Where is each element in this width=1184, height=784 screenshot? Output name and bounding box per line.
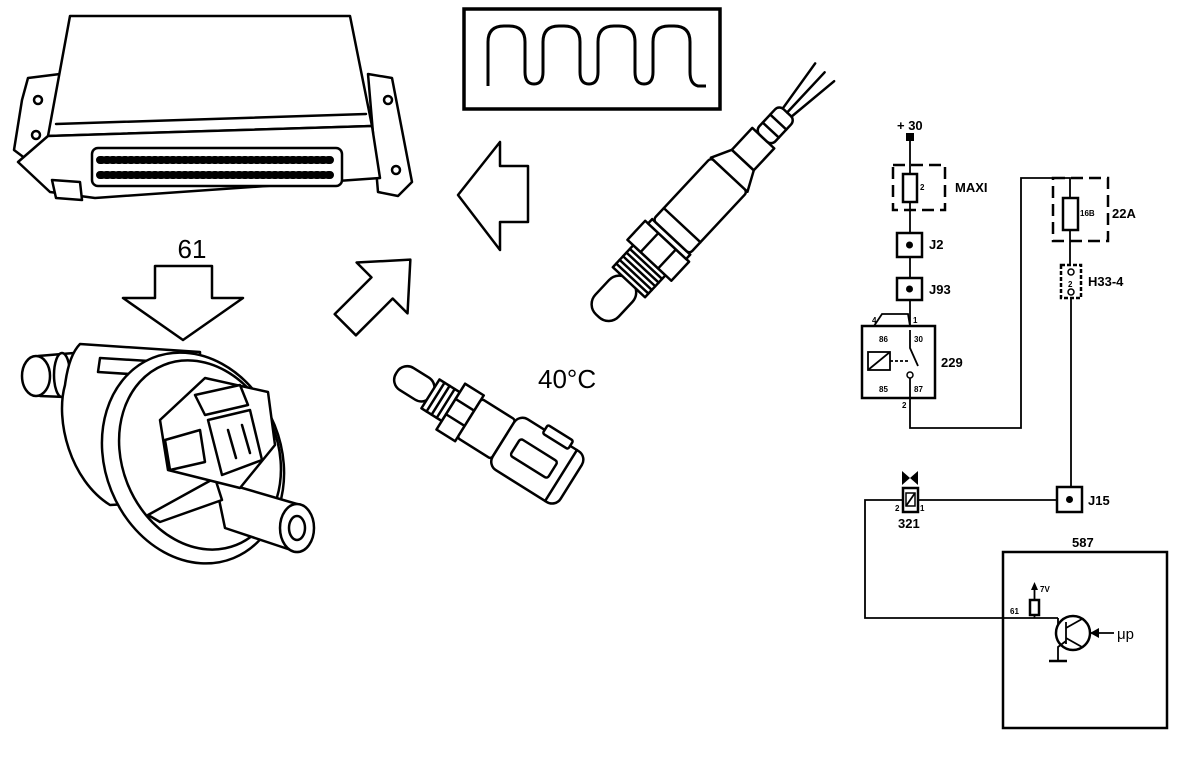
connector-j2-dot <box>906 241 913 249</box>
valve-321-pin-2: 2 <box>895 504 900 513</box>
temp-sensor-thread-lines <box>425 381 456 420</box>
ecu-connector <box>90 146 344 188</box>
valve-mounting-fin <box>146 476 224 524</box>
valve-outlet-bore <box>287 514 307 542</box>
connector-h33-4-socket <box>1067 268 1075 276</box>
oxygen-sensor-hex-faces <box>639 231 678 270</box>
valve-symbol-icon <box>910 471 918 485</box>
output-arrow-label: 61 <box>178 234 207 264</box>
fuse-22a-label: 22A <box>1112 206 1136 221</box>
connector-j15-label: J15 <box>1088 493 1110 508</box>
relay-switch-terminal <box>906 371 914 379</box>
ecu-right-bracket-hole <box>382 94 394 106</box>
relay-coil-feed <box>873 313 911 327</box>
signal-flow-arrow-left <box>456 140 530 252</box>
connector-h33-4 <box>1059 263 1083 300</box>
ecu-left-bracket-hole <box>30 129 42 141</box>
wiring-schematic: + 30 2 MAXI J2 J93 4 1 86 30 85 87 229 2 <box>860 118 1169 730</box>
valve-321-winding <box>905 492 916 507</box>
ecu-587-pin: 61 <box>1010 607 1019 616</box>
input-arrow-up-right <box>333 258 412 337</box>
ground-lead <box>1057 640 1067 660</box>
connector-j15-dot <box>1066 496 1073 503</box>
transistor-collector <box>1065 618 1083 629</box>
fuse-maxi <box>901 172 919 204</box>
signal-waveform-display <box>462 7 722 111</box>
temp-sensor-connector-edge <box>543 448 579 503</box>
fuse-22a <box>1061 196 1080 232</box>
connector-j2 <box>895 231 924 259</box>
up-right-arrow-icon <box>333 258 412 337</box>
connector-j2-label: J2 <box>929 237 943 252</box>
ecu-top-edge <box>54 112 368 126</box>
ecu-587-supply: 7V <box>1040 585 1050 594</box>
valve-connector-pin <box>240 423 252 455</box>
oxygen-sensor-boot-ribs <box>761 113 788 139</box>
connector-h33-4-plug <box>1067 288 1075 296</box>
valve-inlet-opening <box>20 354 52 398</box>
relay-switch-contact <box>909 330 919 367</box>
fuse-22a-box <box>1051 176 1110 243</box>
oxygen-sensor-body-groove <box>662 206 702 244</box>
fuse-maxi-label: MAXI <box>955 180 988 195</box>
valve-connector-pin <box>226 428 238 460</box>
connector-h33-4-pin: 2 <box>1068 280 1073 289</box>
temp-sensor-connector-latch <box>542 424 574 450</box>
relay-pin-30: 30 <box>914 335 923 344</box>
ecu-right-bracket-hole <box>390 164 402 176</box>
wire-321-to-ecu-587 <box>864 499 1058 619</box>
fuse-maxi-box <box>891 163 947 212</box>
valve-connector-side <box>163 428 207 472</box>
ecu-left-bracket-hole <box>32 94 44 106</box>
fuse-22a-rating: 16B <box>1080 209 1095 218</box>
ecu-587-input: μp <box>1117 626 1134 643</box>
oxygen-sensor-thread-lines <box>614 247 664 295</box>
relay-coil-winding <box>867 351 891 371</box>
supply-terminal <box>906 133 914 141</box>
valve-connector-latch <box>193 383 250 417</box>
relay-pin-85: 85 <box>879 385 888 394</box>
temperature-sensor-illustration <box>392 364 585 505</box>
valve-321-label: 321 <box>898 516 920 531</box>
ecu-587-box <box>1001 550 1169 730</box>
wire-relay-to-fuse-22a <box>909 177 1071 429</box>
temp-sensor-hex-faces <box>444 397 476 428</box>
temperature-label: 40°C <box>538 364 596 394</box>
pull-up-resistor <box>1028 598 1041 617</box>
down-arrow-icon <box>121 264 245 342</box>
valve-connector-socket <box>206 408 264 477</box>
relay-pin-87: 87 <box>914 385 923 394</box>
transistor-emitter <box>1065 637 1083 648</box>
fuse-maxi-pin: 2 <box>920 183 925 192</box>
connector-h33-4-label: H33-4 <box>1088 274 1124 289</box>
ecu-bottom-tab <box>50 178 84 202</box>
valve-321-pin-1: 1 <box>920 504 925 513</box>
output-arrow-down: 61 <box>121 234 245 342</box>
relay-label: 229 <box>941 355 963 370</box>
relay-pin-4: 4 <box>872 316 877 325</box>
connector-j93-dot <box>906 285 913 293</box>
purge-valve-illustration <box>20 342 316 565</box>
ecu-unit-illustration <box>12 14 414 202</box>
connector-j93-label: J93 <box>929 282 951 297</box>
relay-pin-1: 1 <box>913 316 918 325</box>
temp-sensor-connector-key <box>509 438 558 479</box>
waveform-frame <box>462 7 722 111</box>
ecu-587-label: 587 <box>1072 535 1094 550</box>
supply-arrow-icon <box>1031 582 1038 590</box>
oxygen-sensor-illustration <box>590 62 836 323</box>
valve-321-coil <box>905 492 916 507</box>
waveform-signal <box>486 24 706 88</box>
control-input-arrow-icon <box>1090 628 1099 638</box>
relay-pin-2: 2 <box>902 401 907 410</box>
valve-symbol-icon <box>902 471 910 485</box>
oxygen-sensor-wires <box>781 62 836 118</box>
relay-pin-86: 86 <box>879 335 888 344</box>
supply-label: + 30 <box>897 118 923 133</box>
